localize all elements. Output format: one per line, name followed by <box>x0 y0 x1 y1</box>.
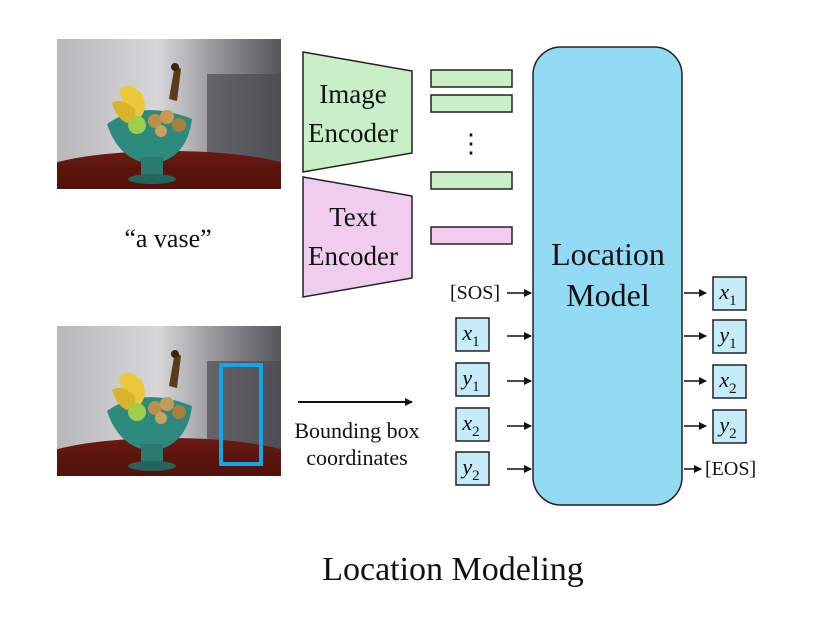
input-token: x2 <box>455 407 490 442</box>
svg-text:x2: x2 <box>461 410 479 440</box>
svg-text:x1: x1 <box>461 320 479 350</box>
location-model-label-line-1: Location <box>551 236 665 272</box>
output-token: x1 <box>712 276 747 311</box>
text-encoder-label-line-1: Text <box>329 202 377 232</box>
image-encoder-label-line-1: Image <box>319 79 386 109</box>
footer-title: Location Modeling <box>322 551 584 588</box>
image-embedding-token <box>430 171 513 190</box>
location-model-label-line-2: Model <box>566 277 650 313</box>
bbox-label-line-1: Bounding box <box>294 418 419 443</box>
output-token: y1 <box>712 319 747 354</box>
output-token: y2 <box>712 409 747 444</box>
image-embedding-token <box>430 94 513 113</box>
sos-token: [SOS] <box>450 282 500 304</box>
svg-text:x2: x2 <box>718 367 736 397</box>
svg-text:y2: y2 <box>460 454 479 484</box>
image-caption: “a vase” <box>124 224 211 253</box>
output-token: x2 <box>712 364 747 399</box>
input-token: x1 <box>455 317 490 352</box>
text-encoder-label-line-2: Encoder <box>308 241 398 271</box>
text-embedding-token <box>430 226 513 245</box>
input-image <box>57 39 281 189</box>
ellipsis: ⋮ <box>458 129 484 158</box>
image-encoder <box>302 51 413 173</box>
location-model <box>532 46 683 506</box>
image-encoder-label-line-2: Encoder <box>308 118 398 148</box>
input-image-with-bbox <box>57 326 281 476</box>
image-embedding-token <box>430 69 513 88</box>
svg-text:y1: y1 <box>460 365 479 395</box>
input-token: y2 <box>455 451 490 486</box>
bbox-label-line-2: coordinates <box>306 445 407 470</box>
text-encoder <box>302 176 413 298</box>
eos-token: [EOS] <box>705 458 756 480</box>
svg-text:y2: y2 <box>717 412 736 442</box>
svg-text:y1: y1 <box>717 322 736 352</box>
input-token: y1 <box>455 362 490 397</box>
svg-text:x1: x1 <box>718 279 736 309</box>
bounding-box-overlay <box>219 363 263 466</box>
